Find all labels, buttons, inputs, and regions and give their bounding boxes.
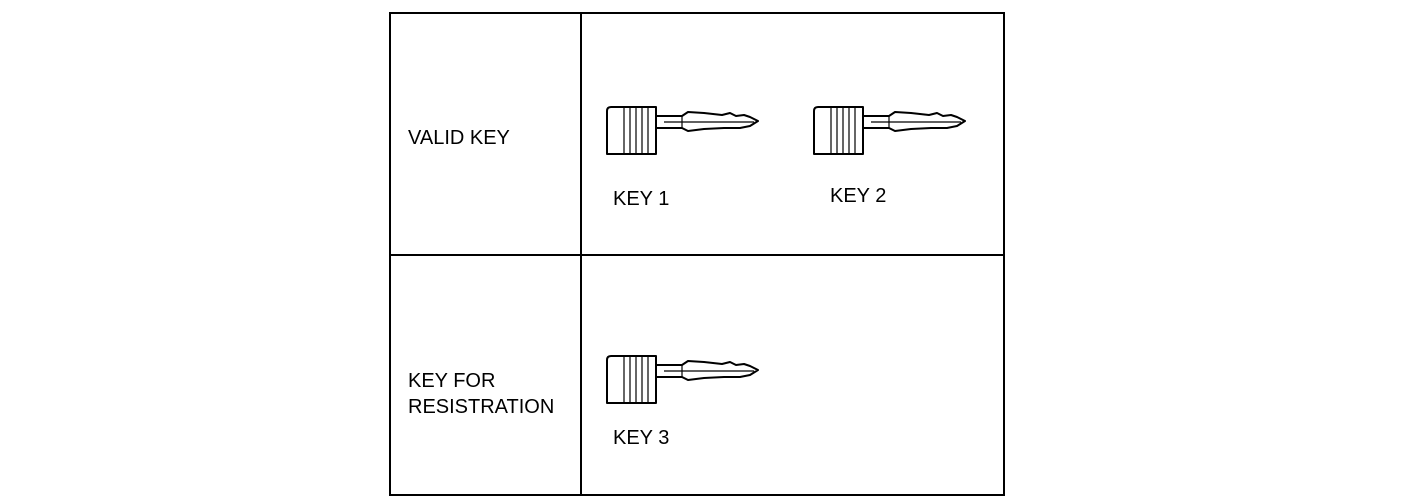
row-label-key-for-registration: KEY FOR RESISTRATION bbox=[408, 368, 554, 420]
key-icon bbox=[811, 104, 967, 160]
row-label-valid-key: VALID KEY bbox=[408, 127, 510, 149]
key-label: KEY 1 bbox=[613, 188, 670, 210]
key-icon bbox=[604, 104, 760, 160]
row-label-line: RESISTRATION bbox=[408, 396, 555, 418]
key-label: KEY 2 bbox=[830, 185, 887, 207]
row-divider bbox=[389, 254, 1005, 256]
row-label-line: KEY FOR bbox=[408, 370, 496, 392]
key-icon bbox=[604, 353, 760, 409]
key-label: KEY 3 bbox=[613, 427, 670, 449]
